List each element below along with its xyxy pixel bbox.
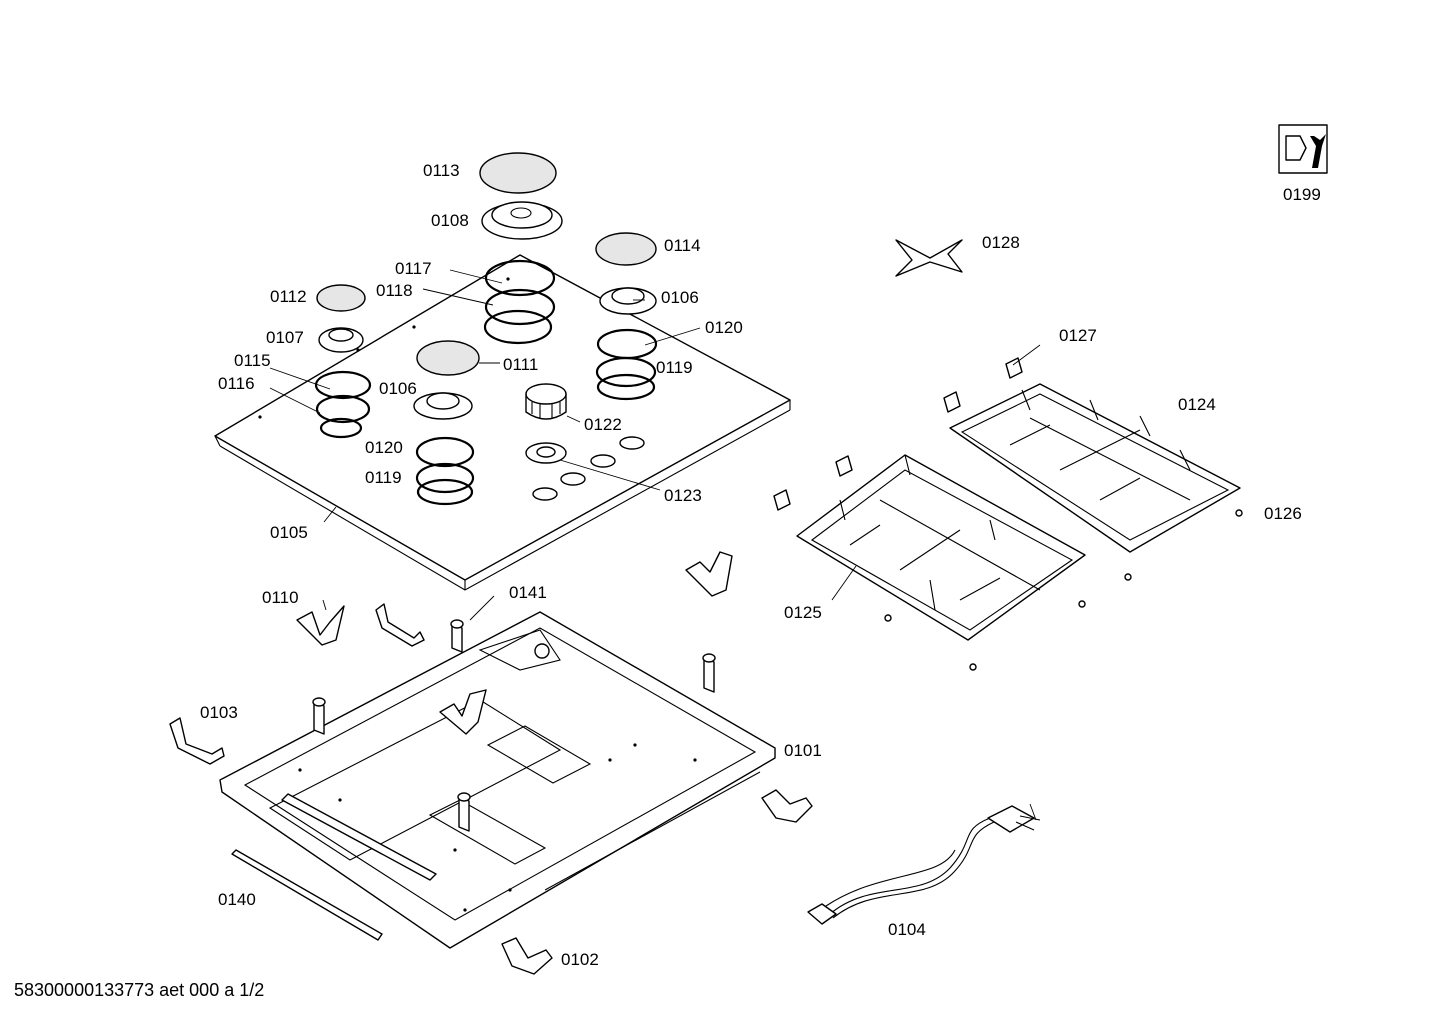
label-0116: 0116 (218, 374, 255, 393)
label-0102: 0102 (561, 950, 599, 969)
label-0141: 0141 (509, 583, 547, 602)
large-burner-assembly (479, 152, 563, 345)
label-0120-front: 0120 (365, 438, 403, 457)
label-0106-front: 0106 (379, 379, 417, 398)
seal-strip (231, 849, 383, 941)
label-0124: 0124 (1178, 395, 1216, 414)
pan-support-left (796, 454, 1086, 641)
control-knob (525, 383, 567, 420)
label-0128: 0128 (982, 233, 1020, 252)
front-burner-assembly (413, 340, 480, 506)
rubber-feet (773, 357, 1243, 671)
label-0118: 0118 (376, 281, 413, 300)
label-0108: 0108 (431, 211, 469, 230)
label-0123: 0123 (664, 486, 702, 505)
label-0104: 0104 (888, 920, 926, 939)
label-0199: 0199 (1283, 185, 1321, 204)
mounting-clips (169, 551, 813, 975)
label-0112: 0112 (270, 287, 307, 306)
label-0106-rear: 0106 (661, 288, 699, 307)
label-0103: 0103 (200, 703, 238, 722)
label-0110: 0110 (262, 588, 299, 607)
label-0126: 0126 (1264, 504, 1302, 523)
cooktop-panel (214, 254, 791, 591)
right-rear-burner-assembly (595, 232, 658, 401)
label-0111: 0111 (503, 355, 538, 374)
label-0113: 0113 (423, 161, 460, 180)
left-rear-burner-assembly (314, 284, 372, 439)
label-0101: 0101 (784, 741, 822, 760)
label-0117: 0117 (395, 259, 432, 278)
pan-support-right (949, 383, 1241, 553)
part-labels: 0113 0108 0114 0117 0118 0112 0106 0107 … (200, 161, 1321, 969)
leader-lines (269, 269, 1041, 821)
label-0120-rear: 0120 (705, 318, 743, 337)
base-tray (219, 611, 776, 949)
label-0115: 0115 (234, 351, 271, 370)
wok-ring-cross (895, 239, 963, 277)
label-0119-rear: 0119 (656, 358, 693, 377)
label-0127: 0127 (1059, 326, 1097, 345)
gas-injector-posts (312, 619, 716, 832)
document-id: 58300000133773 aet 000 a 1/2 (14, 980, 265, 1000)
knob-seal (525, 442, 567, 464)
label-0140: 0140 (218, 890, 256, 909)
label-0105: 0105 (270, 523, 308, 542)
label-0107: 0107 (266, 328, 304, 347)
wrench-icon (1278, 124, 1328, 174)
label-0119-front: 0119 (365, 468, 402, 487)
power-cord (807, 805, 1041, 925)
label-0122: 0122 (584, 415, 622, 434)
label-0125: 0125 (784, 603, 822, 622)
label-0114: 0114 (664, 236, 701, 255)
